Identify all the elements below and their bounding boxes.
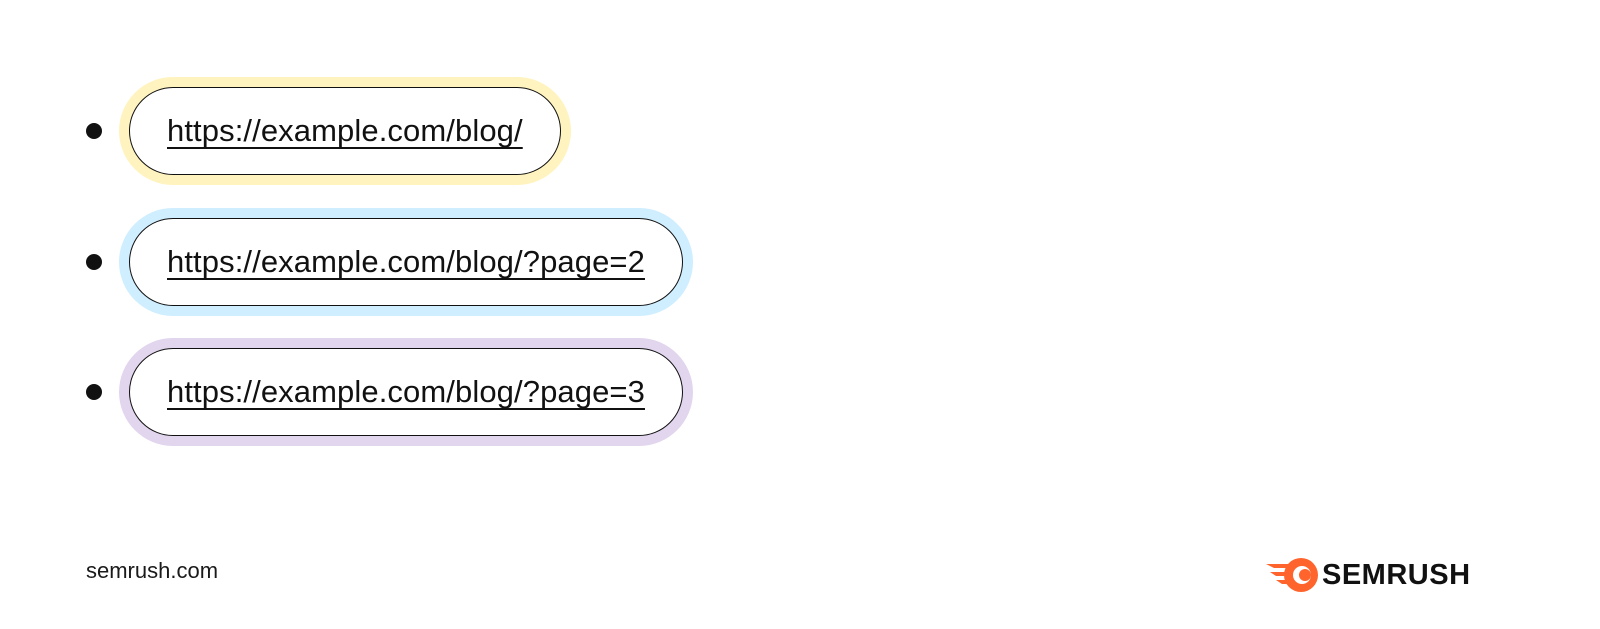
brand-logo: SEMRUSH bbox=[1264, 556, 1471, 594]
url-link[interactable]: https://example.com/blog/?page=3 bbox=[167, 374, 645, 409]
url-link[interactable]: https://example.com/blog/ bbox=[167, 113, 523, 148]
url-pill-halo: https://example.com/blog/ bbox=[119, 77, 571, 185]
url-pill: https://example.com/blog/?page=2 bbox=[129, 218, 683, 306]
url-pill: https://example.com/blog/ bbox=[129, 87, 561, 175]
brand-name: SEMRUSH bbox=[1322, 558, 1471, 591]
bullet-icon bbox=[86, 123, 102, 139]
url-pill-halo: https://example.com/blog/?page=2 bbox=[119, 208, 693, 316]
url-list: https://example.com/blog/ https://exampl… bbox=[86, 76, 693, 447]
url-pill-halo: https://example.com/blog/?page=3 bbox=[119, 338, 693, 446]
bullet-icon bbox=[86, 384, 102, 400]
footer-domain: semrush.com bbox=[86, 558, 219, 583]
bullet-icon bbox=[86, 254, 102, 270]
url-link[interactable]: https://example.com/blog/?page=2 bbox=[167, 244, 645, 279]
url-list-item: https://example.com/blog/?page=2 bbox=[86, 207, 693, 317]
semrush-flame-icon bbox=[1266, 558, 1318, 592]
url-list-item: https://example.com/blog/?page=3 bbox=[86, 337, 693, 447]
url-list-item: https://example.com/blog/ bbox=[86, 76, 571, 186]
url-pill: https://example.com/blog/?page=3 bbox=[129, 348, 683, 436]
